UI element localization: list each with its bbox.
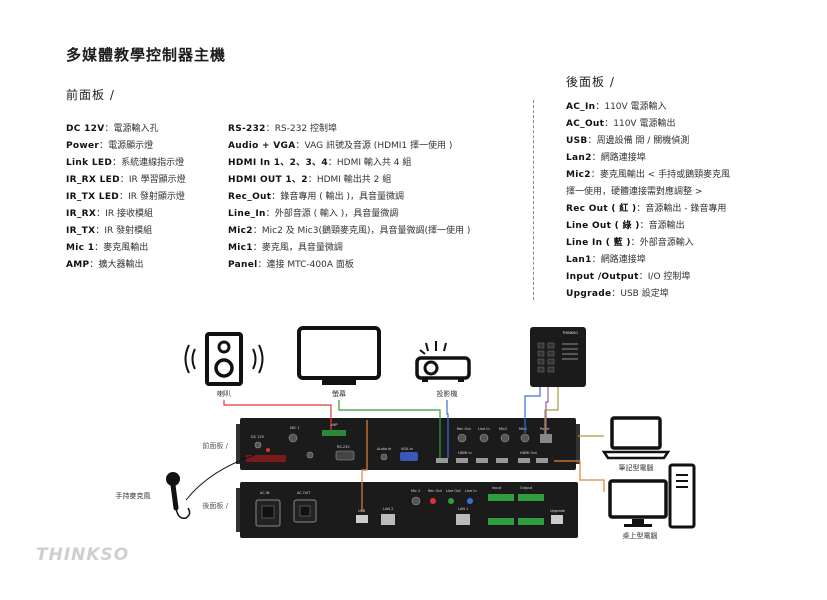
wire-panel-a (524, 387, 541, 433)
bp-lan2: LAN 2 (383, 507, 393, 511)
wire-projector (446, 400, 449, 458)
spec-row: RS-232：RS-232 控制埠 (228, 124, 338, 134)
spec-row: AC_Out：110V 電源輸出 (566, 119, 676, 129)
spec-row: AC_In：110V 電源輸入 (566, 102, 667, 112)
fp-hdmi-in: HDMI In (458, 451, 472, 455)
spec-row: Panel：連接 MTC-400A 面板 (228, 260, 354, 270)
front-panel-heading: 前面板 / (66, 88, 115, 102)
spec-row-continued: 擇一使用，硬體連接需對應調整 > (566, 187, 703, 197)
wire-desktop (554, 460, 605, 492)
projector-icon (415, 341, 471, 382)
projector-label: 投影機 (437, 389, 458, 398)
spec-row: IR_RX：IR 接收模組 (66, 209, 153, 219)
wire-mic (185, 454, 256, 501)
speaker-icon (184, 332, 264, 386)
bp-line-in: Line In (465, 489, 477, 493)
spec-row: Mic1：麥克風，具音量微調 (228, 243, 343, 253)
front-spec-list-2: RS-232：RS-232 控制埠 Audio + VGA：VAG 訊號及音源 … (228, 121, 470, 274)
spec-row: Power：電源顯示燈 (66, 141, 154, 151)
spec-row: Lan2：網路連接埠 (566, 153, 646, 163)
bp-input: Input (492, 486, 502, 490)
bp-line-out: Line Out (446, 489, 461, 493)
spec-row: Line Out ( 綠 )：音源輸出 (566, 221, 685, 231)
fp-dc: DC 12V (251, 435, 265, 439)
wire-panel-b (545, 387, 549, 434)
spec-row: Mic 1：麥克風輸出 (66, 243, 149, 253)
bp-upgrade: Upgrade (550, 509, 565, 513)
fp-mic2: Mic2 (499, 427, 507, 431)
spec-row: Mic2：Mic2 及 Mic3(鵝頸麥克風)，具音量微調(擇一使用 ) (228, 226, 471, 236)
spec-row: Line_In：外部音源 ( 輸入 )，具音量微調 (228, 209, 399, 219)
screen-label: 螢幕 (332, 389, 346, 398)
microphone-icon (166, 472, 191, 520)
wire-panel-c (544, 387, 559, 434)
control-panel-device: THINKSO (530, 327, 586, 387)
panel-brand: THINKSO (561, 331, 578, 335)
bp-ac-in: AC IN (260, 491, 270, 495)
monitor-icon (297, 326, 381, 385)
front-spec-list-1: DC 12V：電源輸入孔 Power：電源顯示燈 Link LED：系統連線指示… (66, 121, 186, 274)
spec-row: Mic2：麥克風輸出 < 手持或鵝頸麥克風 (566, 170, 731, 180)
bp-ac-out: AC OUT (297, 491, 311, 495)
fp-rs232: RS-232 (337, 445, 350, 449)
page-title: 多媒體教學控制器主機 (66, 46, 227, 64)
fp-rec-out: Rec Out (457, 427, 471, 431)
fp-hdmi-out: HDMI Out (520, 451, 537, 455)
speaker-label: 喇叭 (217, 389, 231, 398)
bp-mic2: Mic 2 (411, 489, 420, 493)
spec-row: Rec Out ( 紅 )：音源輸出 - 錄音專用 (566, 204, 727, 214)
mic-label: 手持麥克風 (116, 491, 151, 500)
wire-speaker (223, 400, 332, 430)
spec-row: Rec_Out：錄音專用 ( 輸出 )，具音量微調 (228, 192, 404, 202)
bp-rec-out: Rec Out (428, 489, 442, 493)
back-panel-heading: 後面板 / (566, 75, 615, 89)
fp-line-in: Line In (478, 427, 490, 431)
fp-mic1b: Mic1 (519, 427, 527, 431)
bp-output: Output (520, 486, 533, 490)
back-panel-device: AC IN AC OUT USB LAN 2 Mic 2 Rec Out Lin… (236, 482, 578, 538)
spec-row: IR_TX LED：IR 發射顯示燈 (66, 192, 185, 202)
back-spec-list: AC_In：110V 電源輸入 AC_Out：110V 電源輸出 USB：周邊設… (566, 99, 730, 303)
fp-vga-in: VGA In (401, 447, 413, 451)
brand-logo: THINKSO (36, 545, 130, 565)
spec-row: IR_RX LED：IR 學習顯示燈 (66, 175, 186, 185)
laptop-icon (601, 416, 671, 460)
front-device-label: 前面板 / (202, 441, 228, 450)
spec-row: DC 12V：電源輸入孔 (66, 124, 159, 134)
wire-usb (361, 420, 368, 512)
bp-lan1: LAN 1 (458, 507, 468, 511)
spec-row: Audio + VGA：VAG 訊號及音源 (HDMI1 擇一使用 ) (228, 141, 453, 151)
laptop-label: 筆記型電腦 (619, 463, 654, 472)
spec-row: HDMI In 1、2、3、4：HDMI 輸入共 4 組 (228, 158, 412, 168)
wire-screen (338, 400, 441, 458)
spec-row: Lan1：網路連接埠 (566, 255, 646, 265)
spec-row: Input /Output：I/O 控制埠 (566, 272, 691, 282)
spec-row: Line In ( 藍 )：外部音源輸入 (566, 238, 694, 248)
spec-row: Upgrade：USB 設定埠 (566, 289, 669, 299)
spec-row: IR_TX：IR 發射模組 (66, 226, 153, 236)
fp-amp: AMP (330, 423, 338, 427)
desktop-computer-icon (608, 463, 696, 529)
spec-row: USB：周邊設備 開 / 關機偵測 (566, 136, 690, 146)
fp-mic1: MIC 1 (290, 426, 300, 430)
fp-audio-in: Audio In (377, 447, 391, 451)
section-divider (533, 100, 534, 300)
connection-wires (185, 387, 605, 512)
front-panel-device: MIC 1 AMP DC 12V RS-232 Audio In VGA In … (236, 418, 580, 470)
spec-row: HDMI OUT 1、2：HDMI 輸出共 2 組 (228, 175, 392, 185)
desktop-label: 桌上型電腦 (623, 531, 658, 540)
back-device-label: 後面板 / (202, 501, 228, 510)
spec-row: Link LED：系統連線指示燈 (66, 158, 185, 168)
spec-row: AMP：擴大器輸出 (66, 260, 144, 270)
